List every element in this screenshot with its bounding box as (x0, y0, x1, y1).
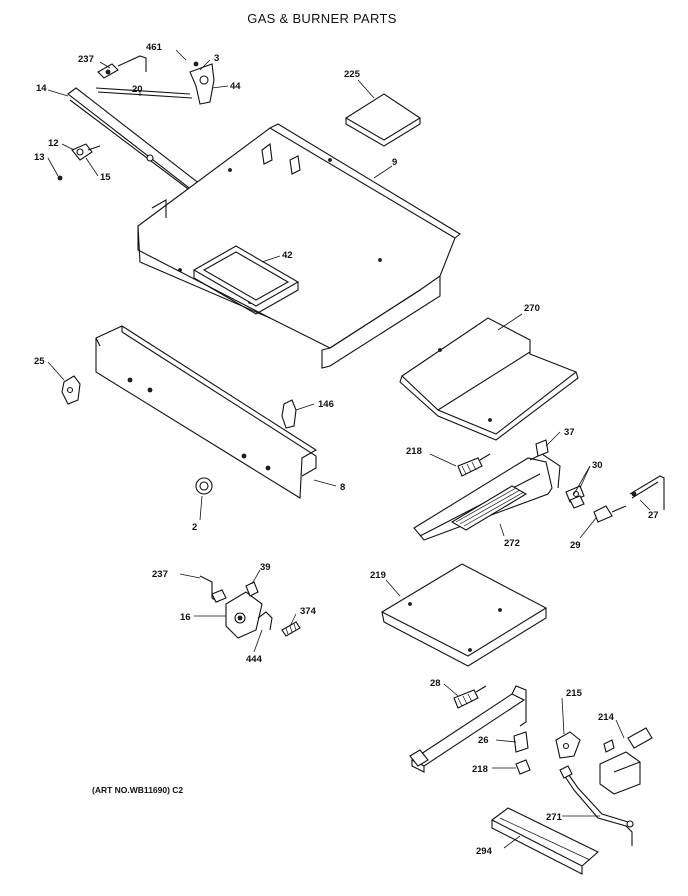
diagram-title: GAS & BURNER PARTS (247, 11, 396, 26)
label-37: 37 (564, 427, 575, 438)
shield-part-270 (399, 317, 579, 441)
tube-part-27 (629, 475, 665, 510)
label-29: 29 (570, 540, 581, 551)
label-20: 20 (132, 84, 143, 95)
label-44: 44 (230, 81, 241, 92)
label-12: 12 (48, 138, 59, 149)
nut-part-218-lower (515, 759, 531, 775)
label-39: 39 (260, 562, 271, 573)
front-panel-part-8 (95, 325, 318, 499)
burner-tube-part-272 (413, 453, 561, 541)
label-270: 270 (524, 303, 540, 314)
fitting-part-26 (513, 731, 529, 753)
label-272: 272 (504, 538, 520, 549)
label-146: 146 (318, 399, 334, 410)
screw-part-13 (57, 175, 63, 181)
label-215: 215 (566, 688, 583, 699)
tube-part-271 (559, 765, 634, 846)
label-225: 225 (344, 69, 361, 80)
art-number: (ART NO.WB11690) C2 (92, 785, 183, 795)
label-461: 461 (146, 42, 163, 53)
grommet-part-2 (195, 477, 213, 495)
shield-part-225 (344, 93, 422, 147)
fitting-part-237-top (97, 55, 147, 79)
label-374: 374 (300, 606, 317, 617)
valve-body-part-16 (225, 581, 263, 639)
bracket-part-37 (535, 439, 549, 457)
label-26: 26 (478, 735, 489, 746)
label-237-top: 237 (78, 54, 94, 65)
label-294: 294 (476, 846, 493, 857)
label-15: 15 (100, 172, 111, 183)
label-271: 271 (546, 812, 563, 823)
label-25: 25 (34, 356, 45, 367)
label-2: 2 (192, 522, 197, 533)
igniter-part-214 (599, 727, 653, 795)
burner-grate-part-42 (192, 245, 300, 315)
orifice-part-218-upper (457, 453, 491, 477)
leader-lines (47, 49, 651, 849)
label-444: 444 (246, 654, 263, 665)
label-30: 30 (592, 460, 603, 471)
orifice-part-374 (281, 621, 301, 637)
label-27: 27 (648, 510, 659, 521)
fitting-part-29 (593, 505, 627, 523)
clip-part-146 (281, 399, 297, 429)
fitting-part-237-lower (199, 575, 227, 603)
burner-box-part-9 (137, 123, 461, 369)
label-28: 28 (430, 678, 441, 689)
shield-part-219 (380, 563, 548, 667)
label-214: 214 (598, 712, 615, 723)
tube-part-444 (257, 611, 273, 631)
label-8: 8 (340, 482, 345, 493)
label-42: 42 (282, 250, 293, 261)
clip-part-25 (61, 375, 81, 405)
label-237-lower: 237 (152, 569, 168, 580)
label-219: 219 (370, 570, 386, 581)
orifice-part-28 (453, 685, 487, 709)
bracket-part-294 (490, 807, 599, 875)
bracket-part-215 (555, 731, 581, 759)
label-14: 14 (36, 83, 47, 94)
label-9: 9 (392, 157, 397, 168)
bracket-part-44 (189, 61, 215, 105)
label-3: 3 (214, 53, 219, 64)
part-labels: 237 461 3 44 14 20 12 13 15 225 9 42 25 … (34, 42, 659, 857)
label-218-lower: 218 (472, 764, 488, 775)
fittings-part-30 (565, 485, 585, 509)
pipe-part-20 (95, 87, 193, 99)
burner-tube-lower (409, 685, 527, 773)
label-16: 16 (180, 612, 191, 623)
label-218-upper: 218 (406, 446, 422, 457)
label-13: 13 (34, 152, 45, 163)
valve-part-12 (71, 143, 101, 161)
